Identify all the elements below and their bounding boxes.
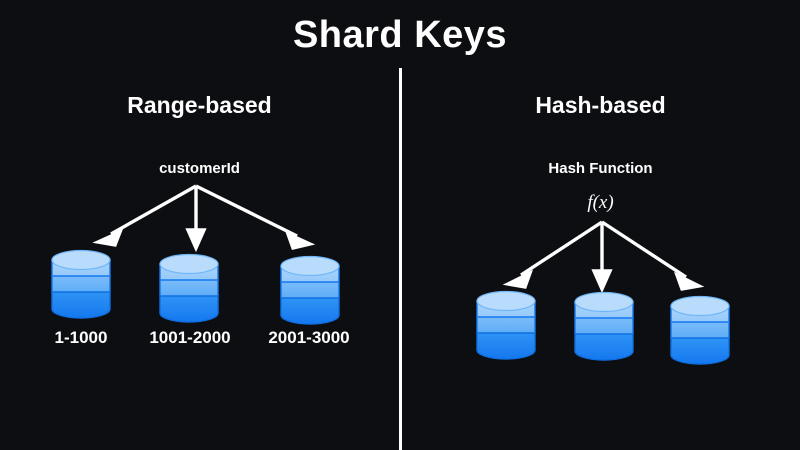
- arrow-head-middle: [185, 228, 207, 253]
- range-arrow-group: [92, 184, 316, 253]
- database-cylinder[interactable]: [475, 287, 537, 363]
- page-title: Shard Keys: [292, 14, 508, 56]
- arrow-head-right: [673, 271, 705, 291]
- hash-function-label: Hash Function: [548, 160, 653, 177]
- arrow-line-right: [601, 220, 687, 279]
- arrow-line-right: [195, 184, 298, 238]
- arrow-head-left: [502, 269, 534, 289]
- hash-function-formula: f(x): [587, 192, 614, 213]
- arrow-head-middle: [591, 269, 613, 294]
- panel-divider: [399, 68, 402, 450]
- database-cylinder[interactable]: [573, 288, 635, 364]
- database-cylinder[interactable]: [669, 292, 731, 368]
- panel-hash-based: Hash-based Hash Function f(x): [401, 0, 800, 450]
- arrow-head-right: [285, 230, 316, 251]
- range-shard-key-label: customerId: [159, 160, 240, 177]
- database-cylinder[interactable]: [158, 250, 220, 326]
- arrow-head-left: [92, 228, 124, 247]
- database-cylinder[interactable]: [279, 252, 341, 328]
- panel-range-heading: Range-based: [127, 92, 272, 118]
- shard-range-label: 1001-2000: [149, 328, 231, 347]
- panel-hash-heading: Hash-based: [535, 92, 666, 118]
- arrow-line-left: [110, 184, 197, 236]
- hash-arrow-group: [502, 220, 705, 294]
- arrow-line-left: [520, 220, 603, 277]
- database-cylinder[interactable]: [50, 246, 112, 322]
- panel-range-based: Range-based customerId: [0, 0, 399, 450]
- shard-range-label: 2001-3000: [268, 328, 350, 347]
- shard-range-label: 1-1000: [54, 328, 108, 347]
